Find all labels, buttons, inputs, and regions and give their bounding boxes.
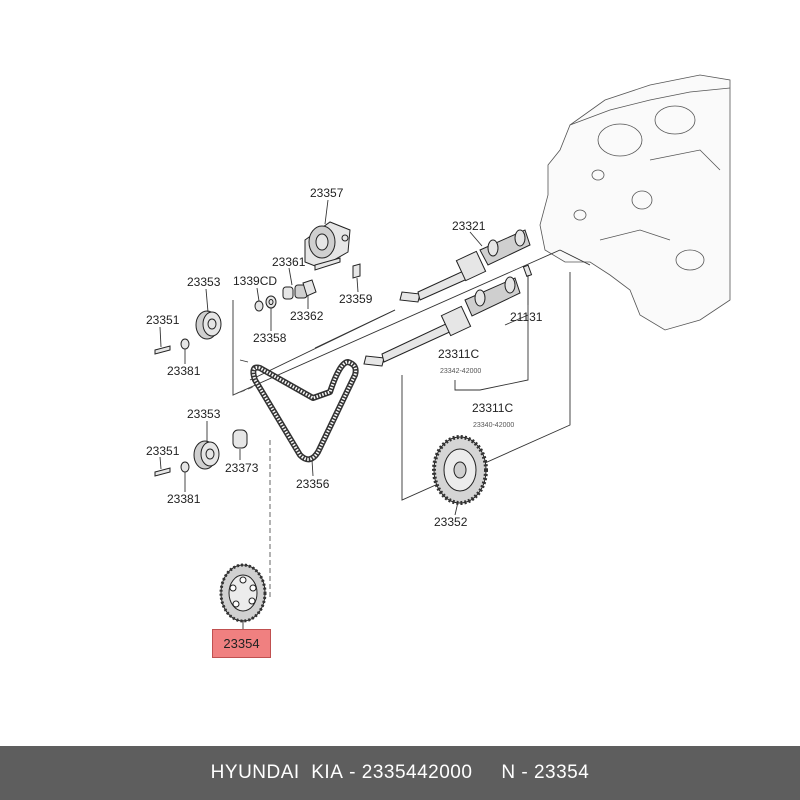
label-23351-upper: 23351 bbox=[146, 313, 180, 327]
footer-n-label: N bbox=[501, 762, 516, 783]
label-23358: 23358 bbox=[253, 331, 287, 345]
label-23381-lower: 23381 bbox=[167, 492, 201, 506]
parts-diagram: 23357 23321 23361 1339CD 23353 23362 233… bbox=[146, 74, 731, 629]
footer-part-number: 2335442000 bbox=[361, 762, 473, 783]
footer-n-value: 23354 bbox=[533, 762, 590, 783]
sprocket-23352 bbox=[432, 435, 488, 505]
camshaft-lower bbox=[363, 276, 521, 367]
label-23351-lower: 23351 bbox=[146, 444, 180, 458]
footer-brand: HYUNDAI KIA bbox=[210, 762, 344, 783]
pin-21131 bbox=[522, 264, 533, 278]
label-23361: 23361 bbox=[272, 255, 306, 269]
part-labels: 23357 23321 23361 1339CD 23353 23362 233… bbox=[146, 186, 543, 529]
label-23311c-upper: 23311C bbox=[438, 347, 479, 361]
label-23321: 23321 bbox=[452, 219, 486, 233]
engine-block bbox=[539, 74, 731, 331]
sprocket-23354 bbox=[219, 563, 267, 623]
tensioner-23357 bbox=[304, 221, 351, 271]
label-23356: 23356 bbox=[296, 477, 330, 491]
footer-bar: HYUNDAI KIA - 2335442000 N - 23354 bbox=[0, 746, 800, 800]
label-23311c-lower: 23311C bbox=[472, 401, 513, 415]
idler-23353-lower bbox=[154, 429, 248, 477]
leader-lines bbox=[159, 199, 529, 629]
label-23373: 23373 bbox=[225, 461, 259, 475]
label-23352: 23352 bbox=[434, 515, 468, 529]
label-23342-42000: 23342-42000 bbox=[440, 368, 481, 375]
label-23340-42000: 23340-42000 bbox=[473, 422, 514, 429]
label-23359: 23359 bbox=[339, 292, 373, 306]
footer-sep-2: - bbox=[515, 762, 534, 783]
label-21131: 21131 bbox=[510, 310, 543, 324]
label-23353-upper: 23353 bbox=[187, 275, 221, 289]
highlighted-part-label: 23354 bbox=[212, 629, 271, 658]
timing-belt-23356 bbox=[250, 359, 359, 463]
label-23362: 23362 bbox=[290, 309, 324, 323]
label-23357: 23357 bbox=[310, 186, 344, 200]
label-1339cd: 1339CD bbox=[233, 274, 277, 288]
camshaft-upper bbox=[399, 229, 531, 303]
footer-gap bbox=[472, 762, 501, 784]
footer-sep-1: - bbox=[343, 762, 362, 783]
guide-lines bbox=[232, 249, 591, 600]
idler-23353-upper bbox=[154, 310, 222, 355]
tensioner-small-parts bbox=[254, 263, 361, 312]
label-23381-upper: 23381 bbox=[167, 364, 201, 378]
label-23353-lower: 23353 bbox=[187, 407, 221, 421]
